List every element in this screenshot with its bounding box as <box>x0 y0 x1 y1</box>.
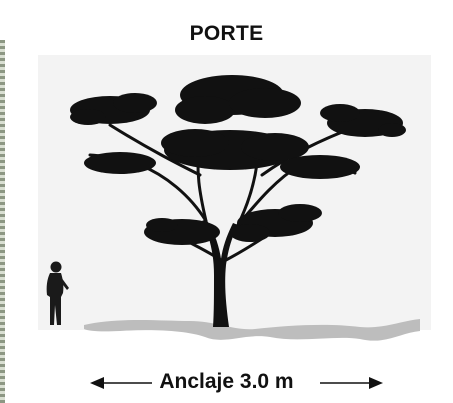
dimension-label-wrap: Anclaje 3.0 m <box>0 370 453 394</box>
tree-icon <box>70 75 406 327</box>
scene-illustration <box>46 75 420 341</box>
dimension-arrows <box>90 377 383 389</box>
left-edge-strip <box>0 40 5 403</box>
person-silhouette-icon <box>46 261 69 325</box>
scene <box>0 55 453 355</box>
diagram-title: PORTE <box>189 22 264 45</box>
arrow-left-icon <box>90 377 152 389</box>
ground-shape <box>84 319 420 341</box>
dimension-label: Anclaje 3.0 m <box>153 370 300 393</box>
anchorage-dimension: Anclaje 3.0 m <box>0 370 453 400</box>
arrow-right-icon <box>320 377 383 389</box>
